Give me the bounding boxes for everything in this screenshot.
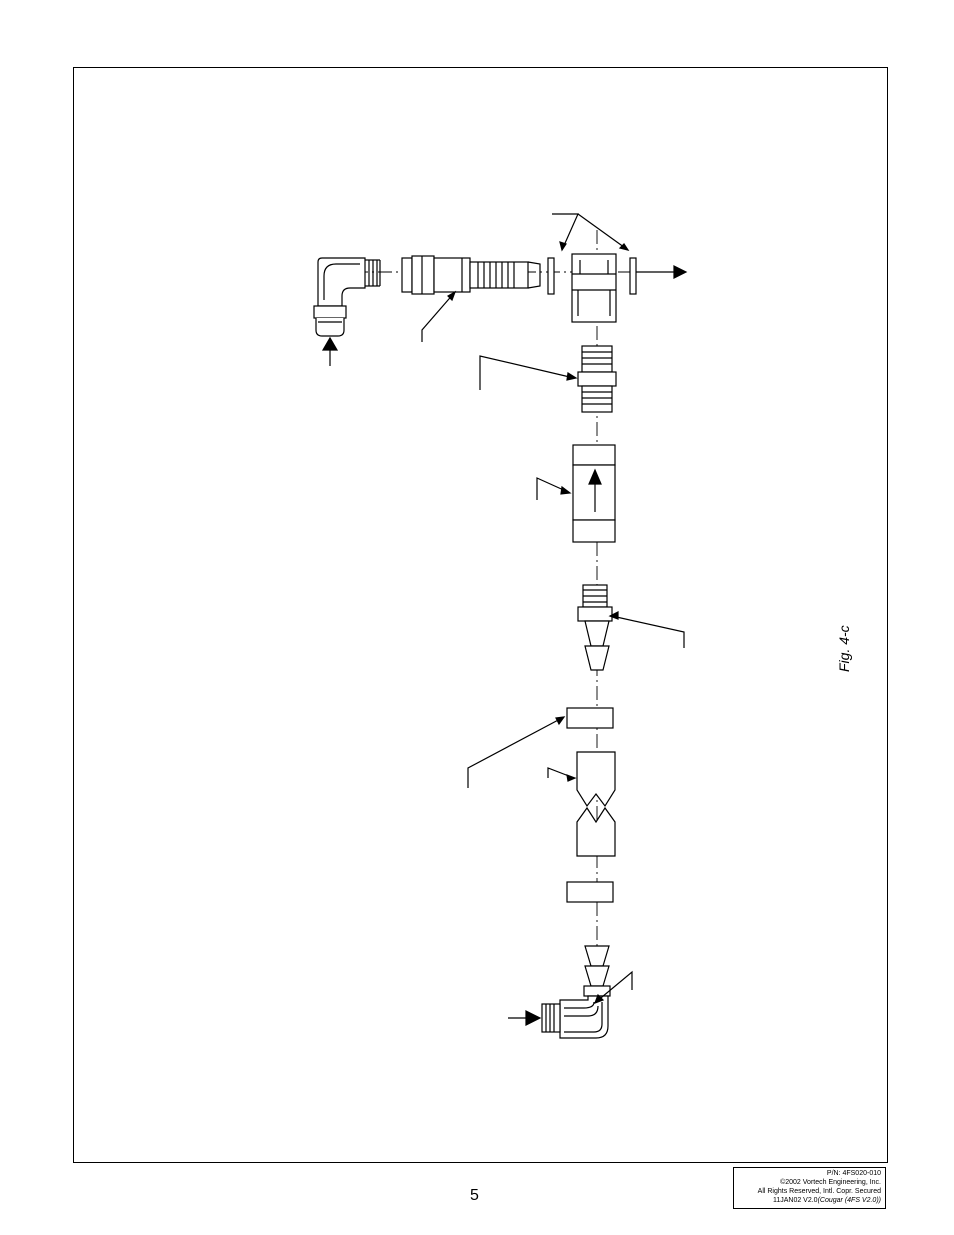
outlet-arrow-right bbox=[673, 265, 688, 279]
inlet-arrow-right bbox=[525, 1010, 542, 1026]
inlet-arrow-up bbox=[321, 336, 339, 351]
hose-clamp-bottom bbox=[566, 881, 614, 903]
hose-barb-fitting bbox=[577, 584, 613, 671]
page-number: 5 bbox=[470, 1187, 479, 1204]
figure-label: Fig. 4-c bbox=[836, 625, 852, 672]
leader-barb bbox=[611, 615, 685, 648]
rights-line: All Rights Reserved, Intl. Copr. Secured bbox=[757, 1188, 881, 1195]
hose-clamp-top bbox=[566, 707, 614, 729]
leader-hose bbox=[547, 767, 575, 779]
version-line: 11JAN02 V2.0(Cougar (4FS V2.0)) bbox=[738, 1196, 881, 1205]
leader-clamp bbox=[467, 717, 563, 788]
elbow-barb-fitting-bottom bbox=[541, 945, 611, 1039]
leader-elbow-bottom bbox=[595, 970, 633, 1003]
hose-section bbox=[576, 751, 616, 857]
tee-fitting bbox=[547, 253, 637, 323]
leader-adapter bbox=[421, 291, 456, 342]
version-text: 11JAN02 V2.0 bbox=[772, 1197, 818, 1204]
copyright-line: ©2002 Vortech Engineering, Inc. bbox=[780, 1179, 881, 1186]
version-note: (Cougar (4FS V2.0)) bbox=[817, 1197, 881, 1204]
adapter-fitting bbox=[401, 255, 541, 295]
page-frame bbox=[73, 67, 888, 1163]
elbow-fitting-top-left bbox=[313, 257, 381, 337]
document-info-box: P/N: 4FS020-010 ©2002 Vortech Engineerin… bbox=[733, 1167, 886, 1209]
part-number: P/N: 4FS020-010 bbox=[826, 1170, 881, 1177]
leader-check-valve bbox=[536, 477, 569, 500]
check-valve bbox=[572, 444, 616, 543]
hex-nipple bbox=[577, 345, 617, 413]
leader-nipple bbox=[479, 355, 575, 390]
flow-direction-arrow bbox=[588, 468, 602, 485]
